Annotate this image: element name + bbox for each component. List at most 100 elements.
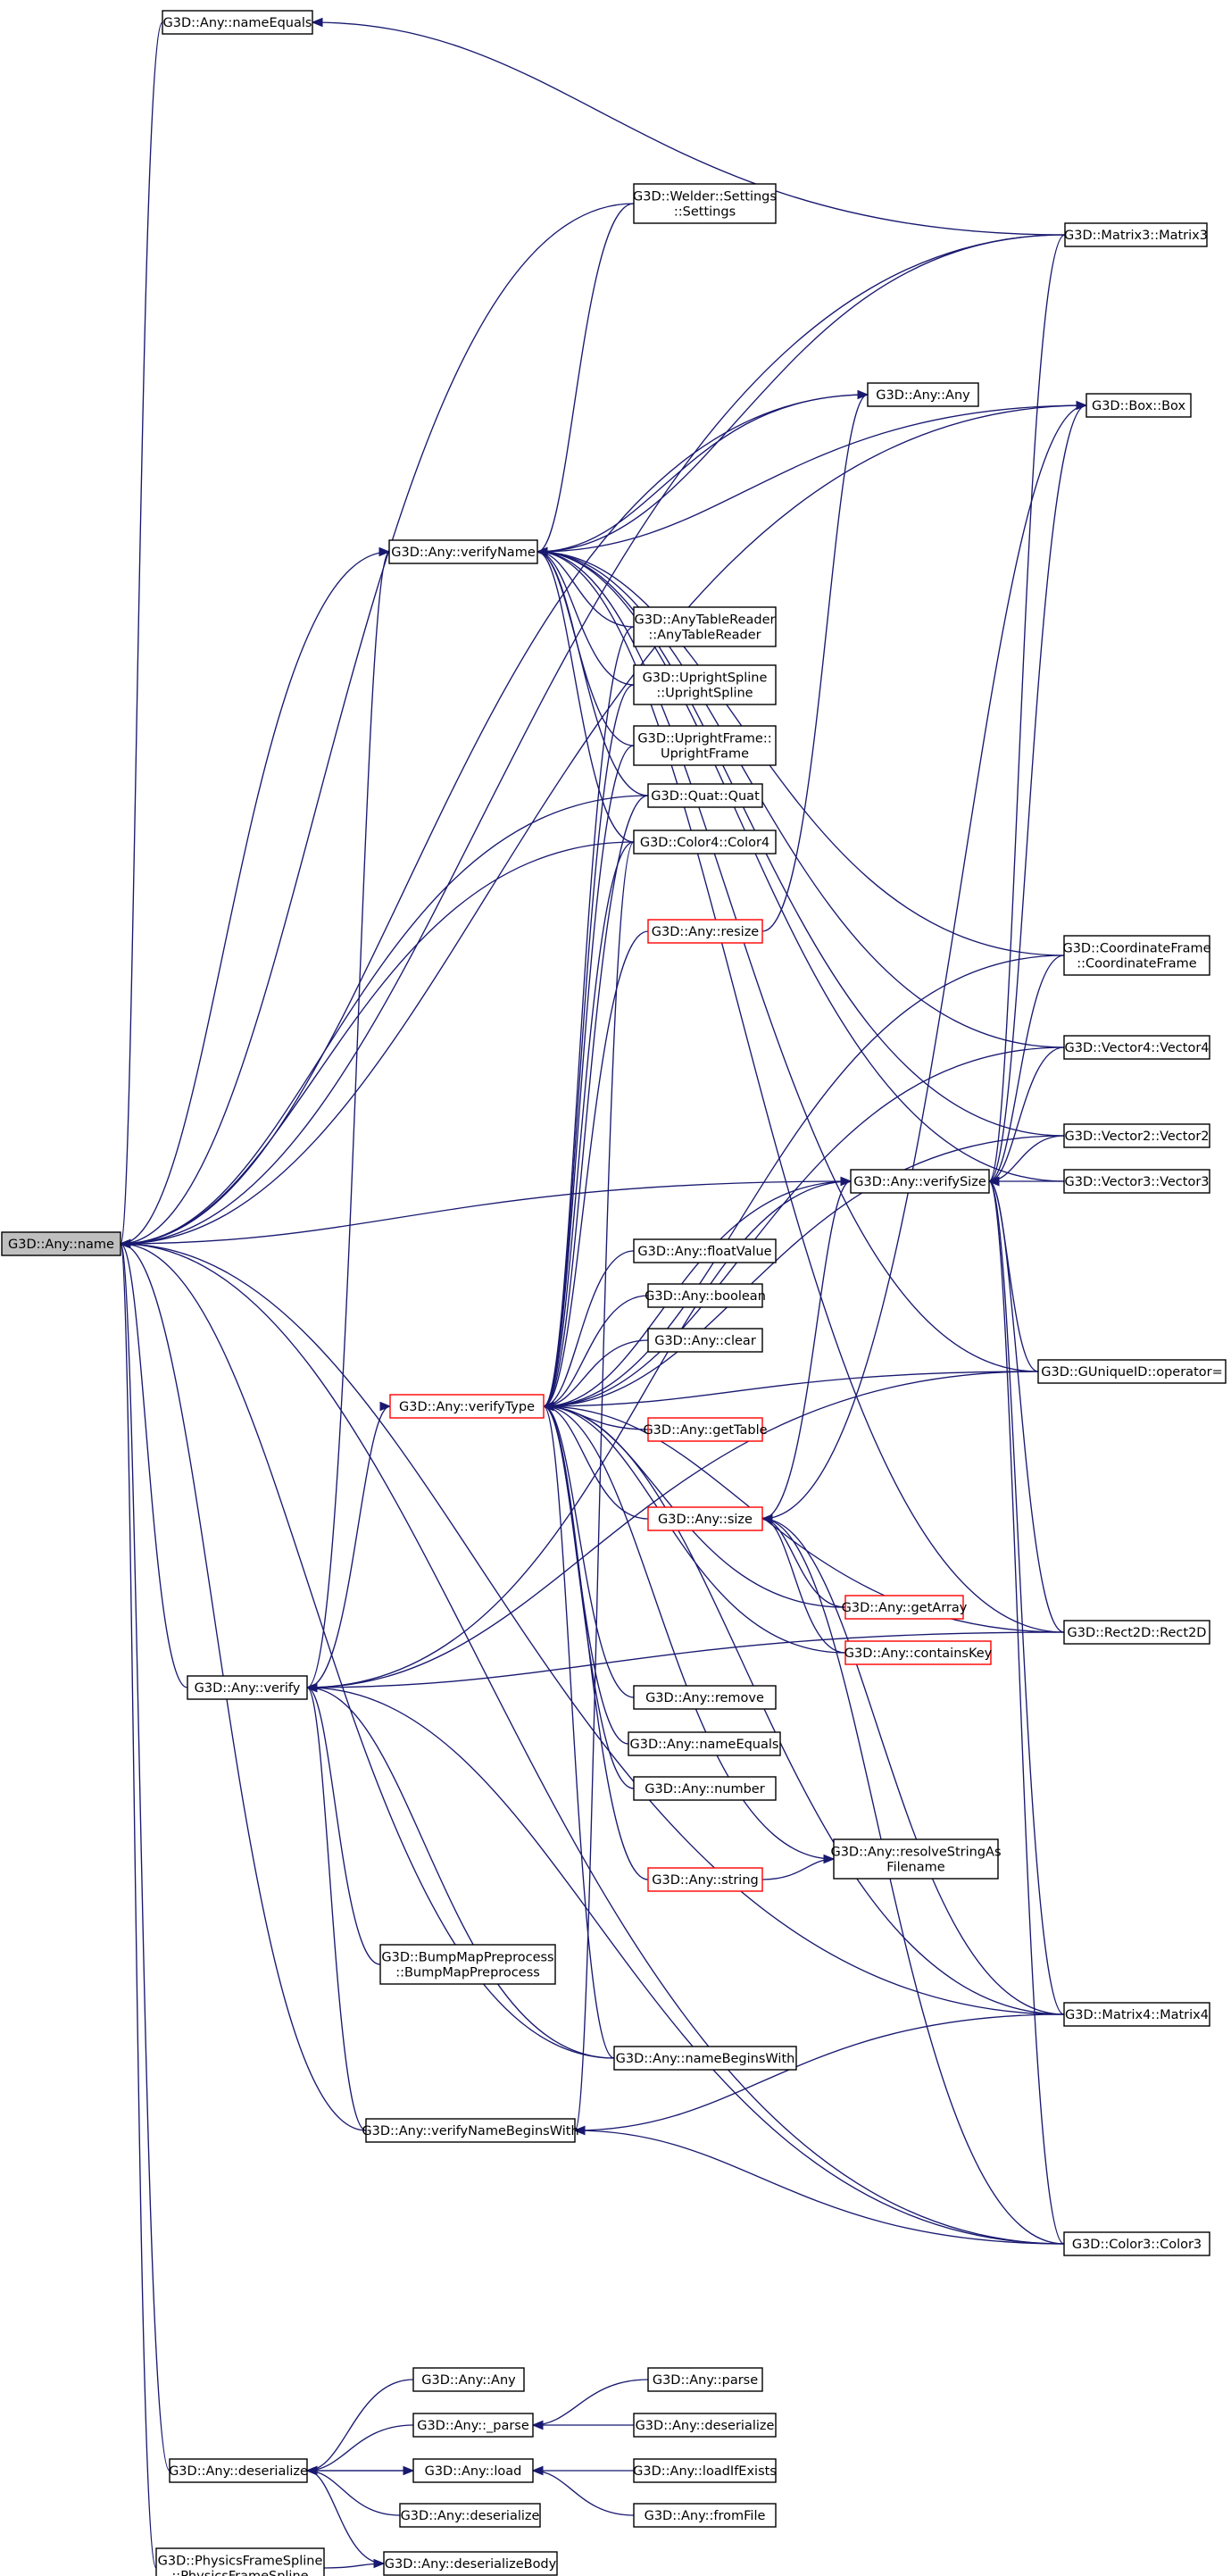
node-name[interactable]: G3D::Any::name	[1, 1231, 121, 1256]
node-anyany_top[interactable]: G3D::Any::Any	[867, 382, 979, 407]
node-box	[844, 1595, 964, 1620]
node-nameEquals_mid[interactable]: G3D::Any::nameEquals	[628, 1731, 781, 1756]
node-fromFile[interactable]: G3D::Any::fromFile	[633, 2503, 777, 2528]
node-uprightSpline[interactable]: G3D::UprightSpline::UprightSpline	[633, 664, 777, 705]
arrowhead	[857, 389, 869, 400]
node-nameBeginsWith[interactable]: G3D::Any::nameBeginsWith	[613, 2046, 797, 2071]
node-deserializeBody[interactable]: G3D::Any::deserializeBody	[383, 2551, 558, 2576]
node-box	[412, 2458, 534, 2483]
edge-parse-to-_parse	[532, 2379, 649, 2426]
node-deserialize_b[interactable]: G3D::Any::deserialize	[399, 2503, 541, 2528]
arrowhead	[536, 546, 548, 557]
node-getTable[interactable]: G3D::Any::getTable	[643, 1417, 768, 1442]
node-box	[412, 2367, 525, 2392]
node-vector3[interactable]: G3D::Vector3::Vector3	[1063, 1169, 1210, 1194]
edge-quat-to-name	[120, 795, 649, 1245]
edge-welder-to-name	[120, 203, 635, 1245]
node-label: G3D::Any::deserialize	[401, 2509, 540, 2523]
node-box	[155, 2547, 325, 2576]
node-color4[interactable]: G3D::Color4::Color4	[633, 829, 777, 854]
node-label: G3D::Any::size	[658, 1513, 753, 1527]
node-box	[187, 1675, 308, 1700]
node-box	[633, 2503, 777, 2528]
node-label: G3D::Any::string	[652, 1873, 758, 1888]
edge-box-to-verifyName	[536, 404, 1087, 553]
node-label: G3D::GUniqueID::operator=	[1041, 1365, 1223, 1380]
node-label: G3D::Any::nameBeginsWith	[616, 2052, 795, 2066]
node-welder[interactable]: G3D::Welder::Settings::Settings	[633, 183, 777, 224]
node-rect2d[interactable]: G3D::Rect2D::Rect2D	[1063, 1620, 1210, 1645]
node-string[interactable]: G3D::Any::string	[647, 1867, 763, 1892]
node-label: G3D::Any::getArray	[842, 1601, 968, 1615]
node-deserialize[interactable]: G3D::Any::deserialize	[169, 2458, 308, 2483]
node-remove[interactable]: G3D::Any::remove	[633, 1685, 777, 1710]
node-matrix4[interactable]: G3D::Matrix4::Matrix4	[1063, 2002, 1210, 2027]
node-number[interactable]: G3D::Any::number	[633, 1776, 777, 1801]
edge-color4-to-name	[120, 841, 635, 1245]
node-guniqueid[interactable]: G3D::GUniqueID::operator=	[1037, 1359, 1227, 1384]
node-box	[1063, 1123, 1210, 1148]
node-label: G3D::Any::boolean	[645, 1289, 766, 1304]
node-label: G3D::Welder::Settings	[633, 190, 777, 204]
node-box	[633, 725, 777, 766]
node-coordFrame[interactable]: G3D::CoordinateFrame::CoordinateFrame	[1062, 935, 1211, 976]
node-getArray[interactable]: G3D::Any::getArray	[842, 1595, 968, 1620]
node-box	[365, 2118, 576, 2143]
node-bumpMap[interactable]: G3D::BumpMapPreprocess::BumpMapPreproces…	[379, 1944, 556, 1985]
node-color3[interactable]: G3D::Color3::Color3	[1063, 2231, 1210, 2256]
node-matrix3[interactable]: G3D::Matrix3::Matrix3	[1064, 222, 1208, 247]
node-deserialize_r[interactable]: G3D::Any::deserialize	[633, 2413, 777, 2438]
node-label: G3D::Any::nameEquals	[630, 1738, 779, 1752]
edge-size-to-verifySize	[761, 1180, 852, 1520]
node-box	[633, 606, 777, 647]
node-floatValue[interactable]: G3D::Any::floatValue	[633, 1238, 777, 1263]
node-containsKey[interactable]: G3D::Any::containsKey	[844, 1640, 993, 1665]
node-loadIfExists[interactable]: G3D::Any::loadIfExists	[633, 2458, 777, 2483]
node-label: G3D::Any::verify	[195, 1681, 301, 1696]
node-label: ::Settings	[674, 205, 736, 220]
node-load[interactable]: G3D::Any::load	[412, 2458, 534, 2483]
node-clear[interactable]: G3D::Any::clear	[647, 1328, 763, 1353]
edge-rect2d-to-verifyType	[543, 1405, 1065, 1633]
node-box	[647, 2367, 763, 2392]
node-label: G3D::Vector2::Vector2	[1064, 1130, 1209, 1144]
edge-anyany_bot-to-deserialize	[306, 2379, 414, 2472]
node-label: G3D::Any::nameEquals	[163, 16, 312, 30]
node-anyany_bot[interactable]: G3D::Any::Any	[412, 2367, 525, 2392]
edge-_parse-to-deserialize	[306, 2424, 414, 2472]
node-label: G3D::PhysicsFrameSpline	[158, 2555, 323, 2569]
node-box[interactable]: G3D::Box::Box	[1085, 393, 1192, 418]
node-verifyType[interactable]: G3D::Any::verifyType	[389, 1394, 545, 1419]
node-verifyNameBeginsWith[interactable]: G3D::Any::verifyNameBeginsWith	[362, 2118, 579, 2143]
node-physics[interactable]: G3D::PhysicsFrameSpline::PhysicsFrameSpl…	[155, 2547, 325, 2576]
node-vector4[interactable]: G3D::Vector4::Vector4	[1063, 1035, 1210, 1060]
node-box	[169, 2458, 308, 2483]
edge-anyany_top-to-verifyName	[536, 394, 869, 553]
node-anyTableReader[interactable]: G3D::AnyTableReader::AnyTableReader	[633, 606, 777, 647]
arrowhead	[119, 1238, 131, 1249]
node-verifyName[interactable]: G3D::Any::verifyName	[388, 539, 538, 564]
node-boolean[interactable]: G3D::Any::boolean	[645, 1283, 766, 1308]
edge-rect2d-to-verifyName	[536, 551, 1065, 1633]
edge-coordFrame-to-verifySize	[988, 955, 1065, 1182]
node-uprightFrame[interactable]: G3D::UprightFrame::UprightFrame	[633, 725, 777, 766]
node-box	[1085, 393, 1192, 418]
node-_parse[interactable]: G3D::Any::_parse	[412, 2413, 534, 2438]
node-size[interactable]: G3D::Any::size	[647, 1506, 763, 1531]
node-resize[interactable]: G3D::Any::resize	[647, 919, 763, 944]
node-verifySize[interactable]: G3D::Any::verifySize	[850, 1169, 990, 1194]
node-label: G3D::Any::name	[8, 1238, 114, 1252]
node-parse[interactable]: G3D::Any::parse	[647, 2367, 763, 2392]
edge-guniqueid-to-verifyType	[543, 1371, 1039, 1407]
node-box	[162, 10, 313, 35]
node-quat[interactable]: G3D::Quat::Quat	[647, 783, 763, 808]
node-label: G3D::CoordinateFrame	[1062, 942, 1210, 956]
node-verify[interactable]: G3D::Any::verify	[187, 1675, 308, 1700]
edge-rect2d-to-verify	[306, 1631, 1065, 1688]
edge-matrix3-to-name	[120, 234, 1066, 1245]
node-vector2[interactable]: G3D::Vector2::Vector2	[1063, 1123, 1210, 1148]
node-label: ::CoordinateFrame	[1077, 957, 1197, 971]
node-nameEquals_top[interactable]: G3D::Any::nameEquals	[162, 10, 313, 35]
arrowhead	[573, 2125, 586, 2136]
